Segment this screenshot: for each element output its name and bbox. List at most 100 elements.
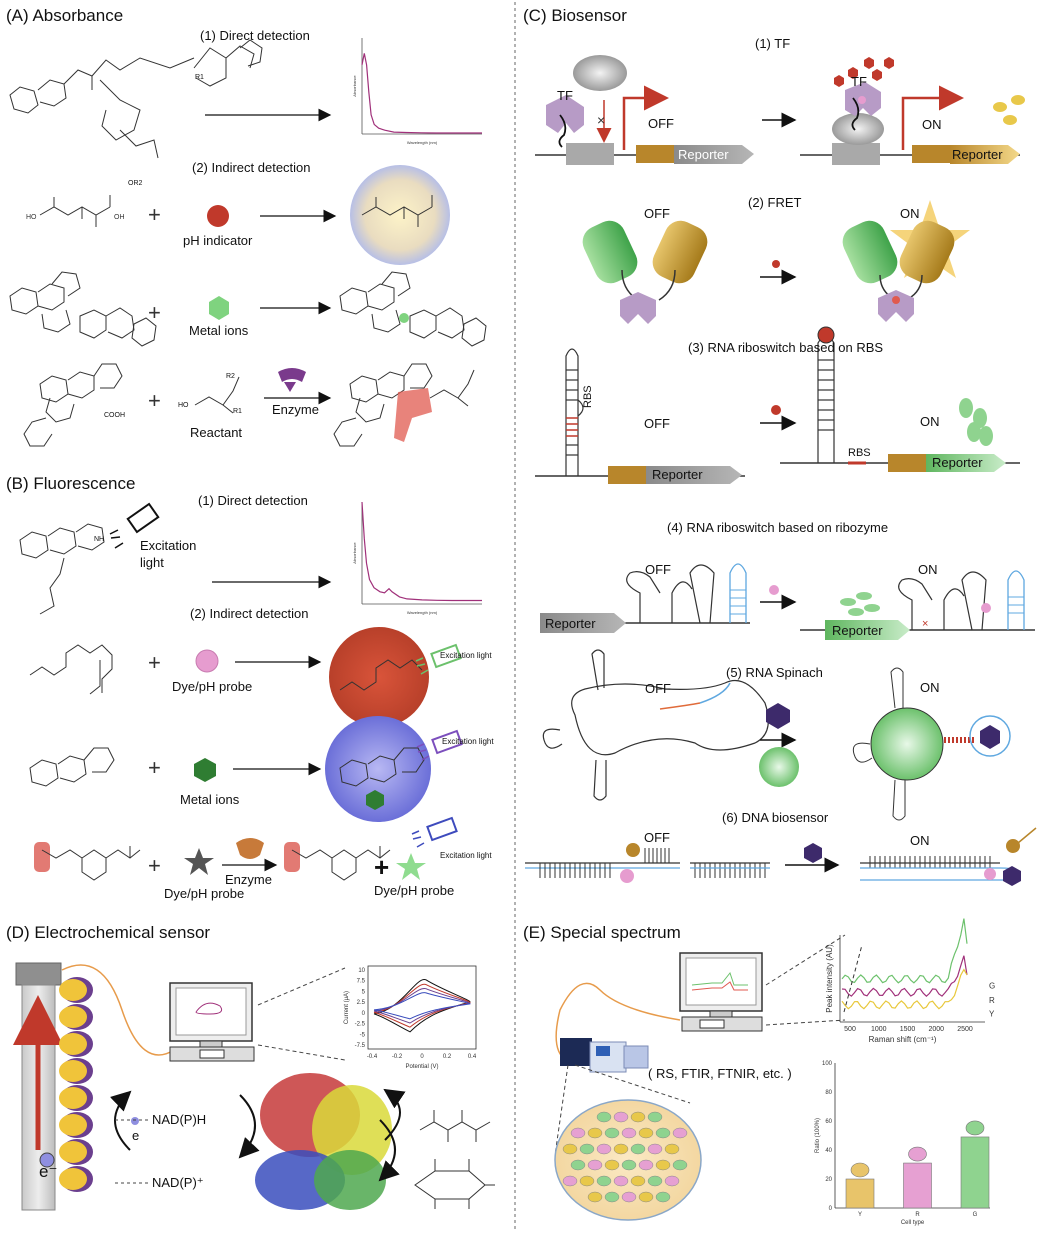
raman-series-R xyxy=(841,955,968,998)
reporter-arrow-ribozyme-off xyxy=(540,613,626,633)
cell-dot xyxy=(579,1175,595,1187)
cell-dot xyxy=(621,1191,637,1203)
cell-dot xyxy=(638,1159,654,1171)
cell-dot xyxy=(570,1127,586,1139)
svg-text:+: + xyxy=(148,853,161,878)
fret-ligand xyxy=(772,260,780,268)
absorbance-spectrum: Wavelength (nm)Absorbance xyxy=(352,38,482,145)
on-label-dna: ON xyxy=(910,833,930,848)
ibuprofen-molecule xyxy=(41,846,141,881)
ribozyme-off xyxy=(626,564,715,624)
cell-dot xyxy=(638,1191,654,1203)
spinach-section-title: (5) RNA Spinach xyxy=(726,665,823,680)
excitation-light-label-1: Excitation light xyxy=(440,651,492,660)
cell-dot xyxy=(655,1191,671,1203)
svg-text:+: + xyxy=(148,300,161,325)
panel-a-absorbance: Wavelength (nm)Absorbance HO OH + + xyxy=(9,38,487,447)
metal-ions-label-a: Metal ions xyxy=(189,323,249,338)
svg-text:+: + xyxy=(374,852,389,882)
bar-cell-icon-G xyxy=(965,1120,985,1136)
raman-legend-Y: Y xyxy=(989,1010,995,1019)
svg-text:OH: OH xyxy=(114,214,125,221)
or2-label: OR2 xyxy=(128,180,143,187)
cell-dot xyxy=(562,1175,578,1187)
ibuprofen-highlight-1 xyxy=(34,842,50,872)
cell-dot xyxy=(664,1175,680,1187)
excitation-light-icon-green xyxy=(415,643,462,675)
fret-section-title: (2) FRET xyxy=(748,195,802,210)
reporter-label-tf-off: Reporter xyxy=(678,147,729,162)
bar-xtick-G: G xyxy=(973,1212,978,1218)
flavanone-molecule xyxy=(29,747,115,787)
metal-ion-hexagon-b xyxy=(194,758,216,782)
cell-dot xyxy=(596,1143,612,1155)
cv-xtick: 0.2 xyxy=(443,1054,452,1060)
raman-dashed-guide xyxy=(843,944,863,1013)
fret-on-construct xyxy=(842,200,970,322)
enzyme-core xyxy=(59,1060,87,1082)
promoter-arrow-on xyxy=(901,85,964,150)
off-label-rbs: OFF xyxy=(644,416,670,431)
excitation-light-icon-purple xyxy=(416,729,463,761)
e-label: e xyxy=(132,1128,140,1143)
flavan-dimer-molecule xyxy=(9,271,157,347)
cell-dot xyxy=(672,1159,688,1171)
spectrum-line xyxy=(361,501,482,602)
fret-off-construct xyxy=(582,220,708,324)
bar-ylabel: Ratio (100%) xyxy=(815,1118,821,1153)
cv-ytick: 2.5 xyxy=(357,1000,366,1006)
tf-label-on: TF xyxy=(851,74,867,89)
spectrometer-instrument xyxy=(560,1038,649,1073)
wire xyxy=(61,964,175,1056)
cv-loop xyxy=(373,992,471,1020)
rbs-section-title: (3) RNA riboswitch based on RBS xyxy=(688,340,884,355)
off-label-fret: OFF xyxy=(644,206,670,221)
cell-dot xyxy=(604,1127,620,1139)
bar-xtick-R: R xyxy=(915,1212,920,1218)
panel-c-title: (C) Biosensor xyxy=(523,6,627,25)
tf-label-off: TF xyxy=(557,88,573,103)
sugar-open-chain xyxy=(419,1110,491,1142)
riboswitch-hairpin-on xyxy=(817,335,835,463)
off-label-tf: OFF xyxy=(648,116,674,131)
spectrum-ylabel: Absorbance xyxy=(352,542,357,564)
bar-ytick: 0 xyxy=(829,1206,833,1212)
raman-xtick: 500 xyxy=(844,1026,856,1033)
cell-dot xyxy=(621,1127,637,1139)
panel-a-title: (A) Absorbance xyxy=(6,6,124,25)
enzyme-core xyxy=(59,1006,87,1028)
enzyme-label-b: Enzyme xyxy=(225,872,272,887)
raman-ylabel: Peak intensity (AU) xyxy=(825,944,834,1013)
metal-ions-label-b: Metal ions xyxy=(180,792,240,807)
svg-text:+: + xyxy=(148,755,161,780)
cv-xlabel: Potential (V) xyxy=(405,1064,438,1070)
fluorescence-spectrum: Wavelength (nm) Absorbance xyxy=(352,501,482,615)
cv-loop xyxy=(373,988,471,1024)
bar-cell-icon-Y xyxy=(850,1162,870,1178)
cell-dot xyxy=(587,1127,603,1139)
raman-series-G xyxy=(841,918,968,984)
r1-label-2: R1 xyxy=(233,408,242,415)
cell-dot xyxy=(570,1159,586,1171)
rbs-label-vertical: RBS xyxy=(582,385,594,408)
raman-legend-R: R xyxy=(989,996,995,1005)
dye-probe-label-1: Dye/pH probe xyxy=(172,679,253,694)
bar-R xyxy=(903,1162,932,1209)
cell-dot xyxy=(562,1143,578,1155)
bar-ytick: 100 xyxy=(822,1061,833,1067)
bar-G xyxy=(960,1136,990,1209)
cell-dot xyxy=(647,1143,663,1155)
dye-probe-label-2: Dye/pH probe xyxy=(164,886,245,901)
indirect-detection-b: (2) Indirect detection xyxy=(190,606,309,621)
raman-xtick: 2500 xyxy=(957,1026,973,1033)
cv-loop xyxy=(373,979,471,1033)
ligand-ellipse xyxy=(573,55,627,91)
on-label-rbs: ON xyxy=(920,414,940,429)
bar-xlabel: Cell type xyxy=(901,1220,925,1226)
spectrum-xlabel: Wavelength (nm) xyxy=(407,610,438,615)
